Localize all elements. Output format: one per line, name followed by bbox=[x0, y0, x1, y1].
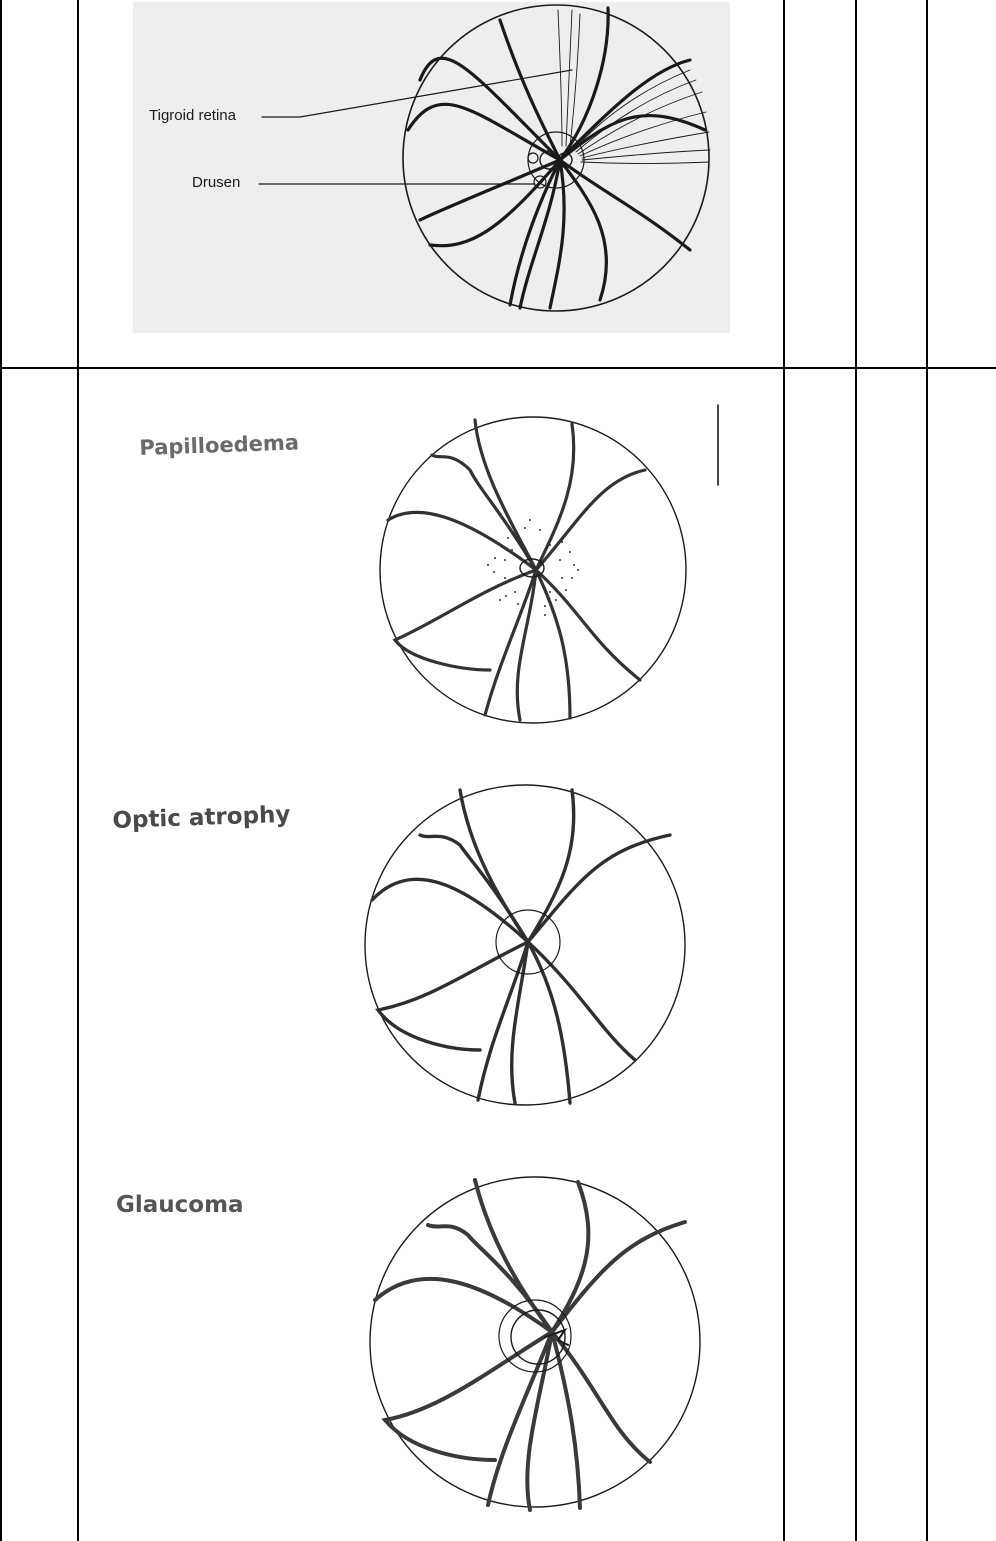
retinal-vessels bbox=[375, 1180, 685, 1510]
